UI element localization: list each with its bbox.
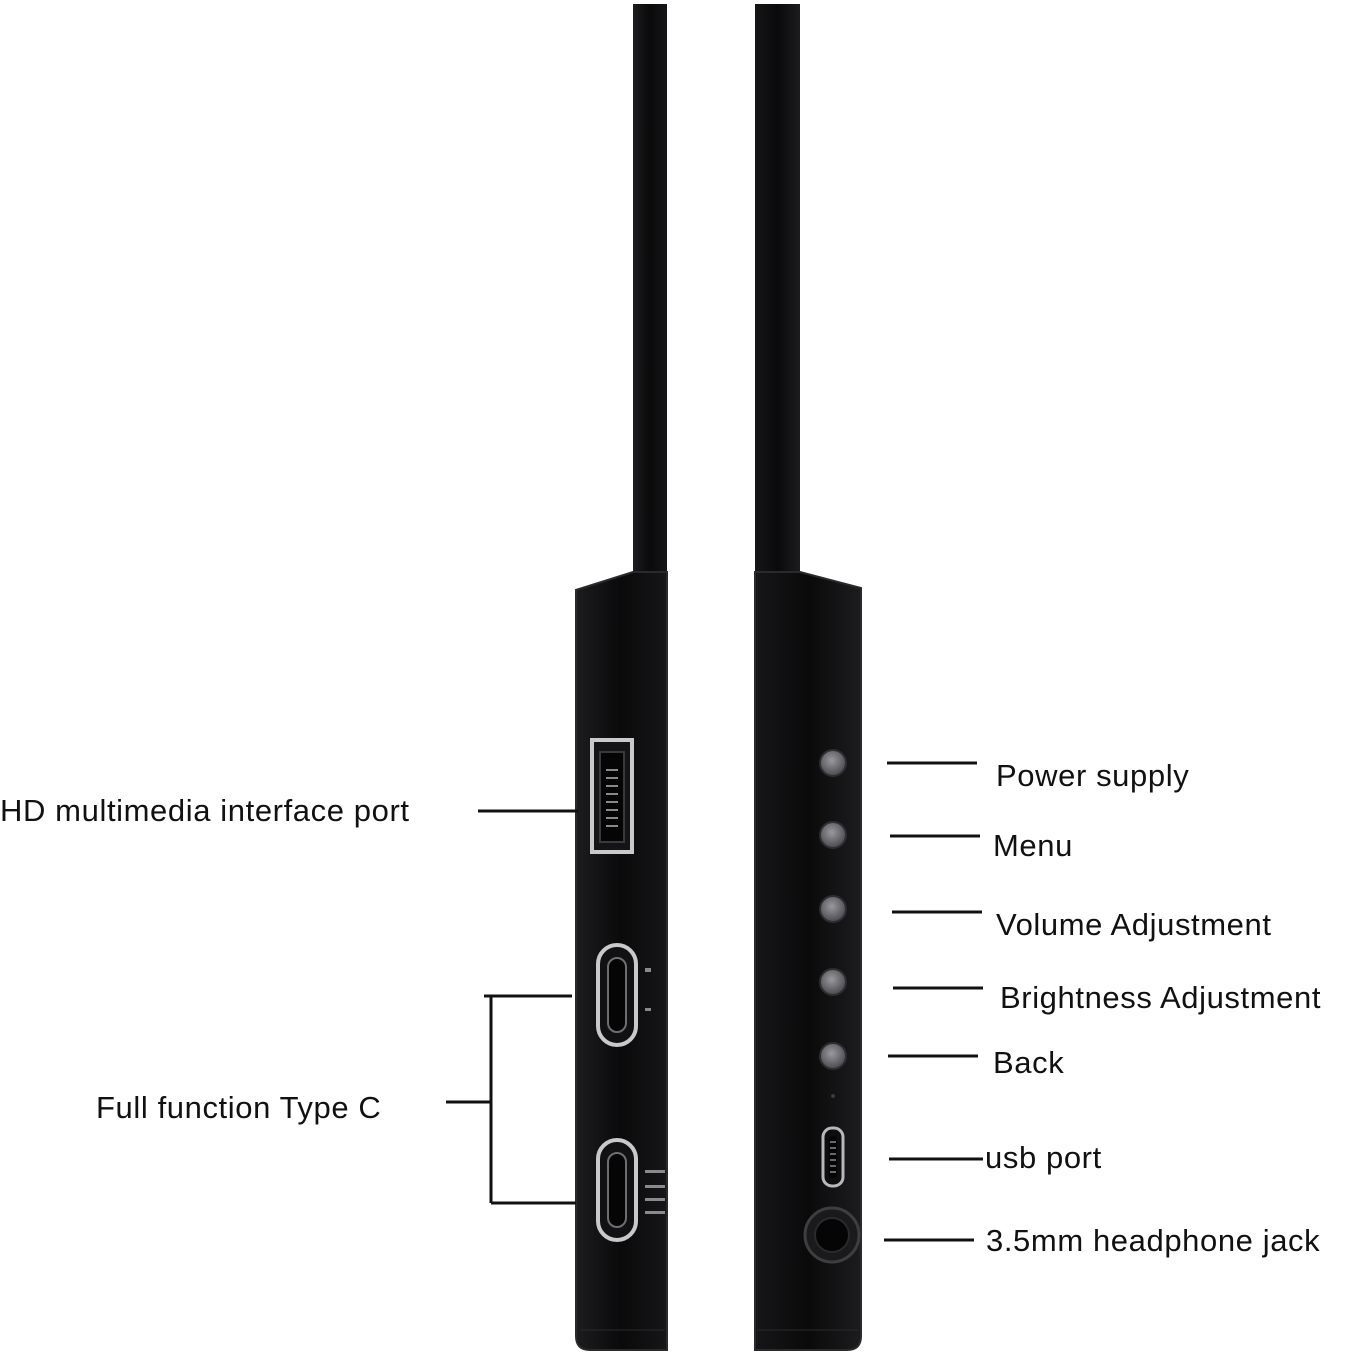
- volume-button-icon: [819, 895, 847, 923]
- type-c-port-1-icon: [596, 943, 651, 1047]
- headphone-jack-label: 3.5mm headphone jack: [986, 1223, 1320, 1258]
- power-supply-label: Power supply: [996, 758, 1189, 793]
- back-label: Back: [993, 1045, 1064, 1080]
- right-screen-panel: [755, 4, 800, 579]
- left-device: [575, 4, 668, 1351]
- usb-port-label: usb port: [985, 1140, 1102, 1175]
- indicator-led-icon: [831, 1094, 835, 1098]
- menu-button-icon: [819, 821, 847, 849]
- back-button-icon: [819, 1042, 847, 1070]
- headphone-jack-icon: [803, 1206, 861, 1264]
- leader-lines: [446, 761, 983, 1242]
- left-screen-panel: [633, 4, 667, 579]
- volume-adjustment-label: Volume Adjustment: [996, 907, 1272, 942]
- brightness-button-icon: [819, 968, 847, 996]
- type-c-bracket-line: [446, 994, 576, 1205]
- type-c-label: Full function Type C: [96, 1090, 381, 1125]
- power-button-icon: [819, 749, 847, 777]
- right-device: [754, 4, 862, 1351]
- usb-port-icon: [821, 1126, 845, 1188]
- brightness-adjustment-label: Brightness Adjustment: [1000, 980, 1321, 1015]
- hdmi-port-label: HD multimedia interface port: [0, 793, 410, 828]
- menu-label: Menu: [993, 828, 1073, 863]
- type-c-port-2-icon: [596, 1138, 665, 1242]
- hdmi-port-icon: [590, 738, 634, 854]
